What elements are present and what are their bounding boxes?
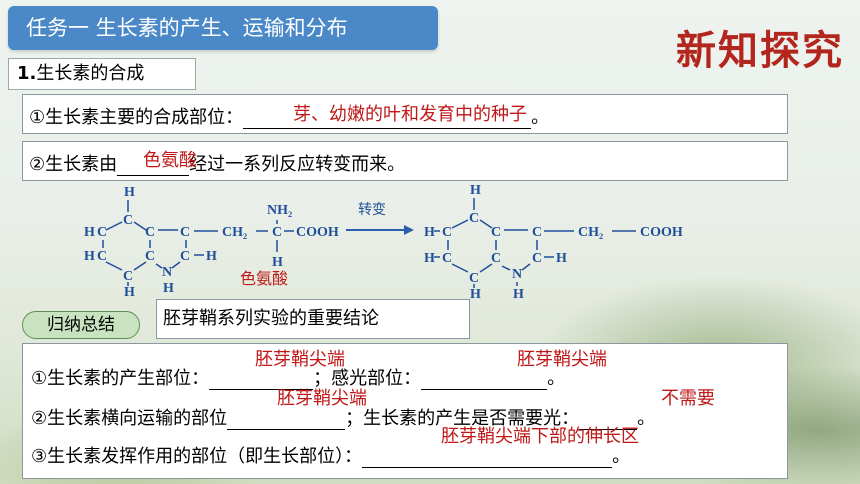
c1-blank-2[interactable]: [421, 369, 548, 390]
q1-suffix: 。: [531, 107, 550, 128]
atom-h: H: [556, 251, 567, 266]
atom-c: C: [123, 269, 133, 284]
c1-answer-1: 胚芽鞘尖端: [255, 349, 345, 370]
question-1-box: ①生长素主要的合成部位： 。 芽、幼嫩的叶和发育中的种子: [22, 94, 788, 134]
conclusion-2: ②生长素横向运输的部位 ；生长素的产生是否需要光： 。: [31, 404, 655, 430]
c2-prefix: ②生长素横向运输的部位: [31, 408, 228, 429]
atom-c: C: [97, 249, 107, 264]
atom-c: C: [442, 251, 452, 266]
atom-c: C: [145, 225, 155, 240]
q1-blank[interactable]: [243, 108, 532, 129]
atom-h: H: [84, 249, 95, 264]
c2-blank-2[interactable]: [579, 409, 638, 430]
atom-c: C: [145, 249, 155, 264]
c3-prefix: ③生长素发挥作用的部位（即生长部位）：: [31, 446, 363, 467]
atom-c: C: [97, 225, 107, 240]
atom-c: C: [442, 225, 452, 240]
section-number: 1.: [17, 63, 37, 84]
arrow-label: 转变: [358, 202, 386, 218]
c1-blank-1[interactable]: [209, 369, 314, 390]
atom-n: N: [512, 267, 522, 282]
task-title: 任务一 生长素的产生、运输和分布: [8, 6, 438, 50]
c2-blank-1[interactable]: [227, 409, 346, 430]
c2-mid: ；生长素的产生是否需要光：: [345, 408, 580, 429]
c3-suffix: 。: [612, 446, 631, 467]
q1-answer: 芽、幼嫩的叶和发育中的种子: [293, 104, 527, 125]
atom-c: C: [491, 225, 501, 240]
tryptophan-structure: H C H C C H C C C H C C H N H CH₂ C N: [84, 185, 339, 300]
atom-h: H: [206, 249, 217, 264]
nh2-group: NH₂: [267, 203, 292, 218]
conclusion-3: ③生长素发挥作用的部位（即生长部位）： 。: [31, 442, 630, 468]
reaction-arrow-head: [404, 225, 414, 235]
c2-answer-1: 胚芽鞘尖端: [277, 388, 367, 409]
c2-suffix: 。: [637, 408, 656, 429]
q2-blank[interactable]: [117, 155, 190, 176]
atom-h: H: [272, 255, 283, 270]
c1-prefix: ①生长素的产生部位：: [31, 368, 210, 389]
q1-prefix: ①生长素主要的合成部位：: [29, 107, 244, 128]
c3-answer: 胚芽鞘尖端下部的伸长区: [441, 426, 639, 447]
new-knowledge-badge: 新知探究: [676, 27, 844, 74]
cooh-group: COOH: [296, 225, 339, 240]
c1-answer-2: 胚芽鞘尖端: [517, 349, 607, 370]
atom-n: N: [162, 265, 172, 280]
atom-h: H: [124, 285, 135, 300]
c2-answer-2: 不需要: [661, 388, 715, 409]
conclusion-1: ①生长素的产生部位： ；感光部位： 。: [31, 364, 565, 390]
c3-blank[interactable]: [362, 447, 613, 468]
conclusions-box: ①生长素的产生部位： ；感光部位： 。 胚芽鞘尖端 胚芽鞘尖端 ②生长素横向运输的部…: [22, 343, 788, 479]
summary-title: 胚芽鞘系列实验的重要结论: [156, 299, 470, 339]
atom-h: H: [424, 251, 435, 266]
atom-h: H: [84, 225, 95, 240]
section-heading: 1.生长素的合成: [8, 58, 196, 90]
reaction-diagram: H C H C C H C C C H C C H N H CH₂ C N: [84, 183, 683, 300]
q2-suffix: 经过一系列反应转变而来。: [189, 154, 406, 175]
atom-c: C: [532, 225, 542, 240]
c1-mid: ；感光部位：: [313, 368, 422, 389]
atom-c: C: [491, 251, 501, 266]
question-2-box: ②生长素由 经过一系列反应转变而来。 色氨酸: [22, 141, 788, 181]
tryptophan-label: 色氨酸: [240, 270, 288, 288]
atom-c: C: [469, 211, 479, 226]
question-2-text: ②生长素由 经过一系列反应转变而来。: [29, 150, 405, 176]
question-1-text: ①生长素主要的合成部位： 。: [29, 103, 549, 129]
atom-h: H: [124, 185, 135, 200]
atom-c: C: [532, 251, 542, 266]
summary-pill: 归纳总结: [22, 311, 140, 339]
atom-c: C: [469, 271, 479, 286]
q2-prefix: ②生长素由: [29, 154, 118, 175]
ch2-group: CH₂: [222, 225, 247, 240]
atom-c: C: [180, 249, 190, 264]
section-label-text: 生长素的合成: [36, 63, 145, 84]
atom-c: C: [272, 225, 282, 240]
atom-c: C: [123, 213, 133, 228]
atom-h: H: [163, 281, 174, 296]
atom-h: H: [424, 225, 435, 240]
atom-h: H: [470, 287, 481, 300]
atom-h: H: [470, 183, 481, 198]
iaa-structure: H C H C C H C C C H C C H N H CH₂ CO: [424, 183, 683, 300]
q2-answer: 色氨酸: [143, 150, 197, 171]
atom-c: C: [180, 225, 190, 240]
cooh-group: COOH: [640, 225, 683, 240]
ch2-group: CH₂: [578, 225, 603, 240]
c1-suffix: 。: [547, 368, 566, 389]
atom-h: H: [513, 287, 524, 300]
